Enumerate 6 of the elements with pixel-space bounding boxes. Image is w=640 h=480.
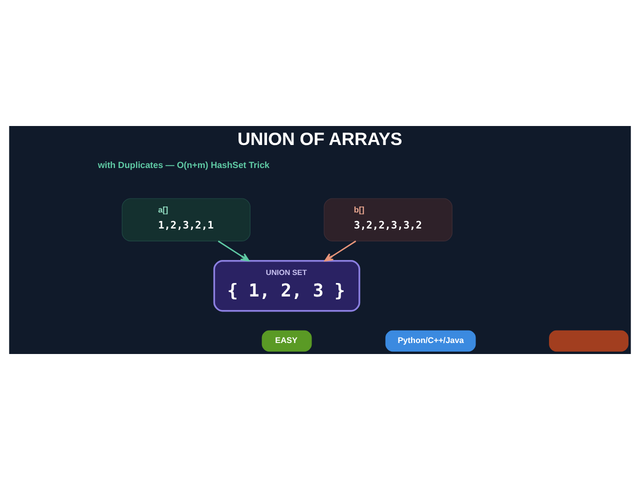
diagram-title: UNION OF ARRAYS [237, 129, 402, 150]
node-box: UNION SET { 1, 2, 3 } [213, 260, 360, 312]
arrow [324, 240, 356, 262]
node-box [549, 330, 628, 352]
arrow [218, 240, 250, 262]
label: with Duplicates — O(n+m) HashSet Trick [98, 160, 270, 170]
